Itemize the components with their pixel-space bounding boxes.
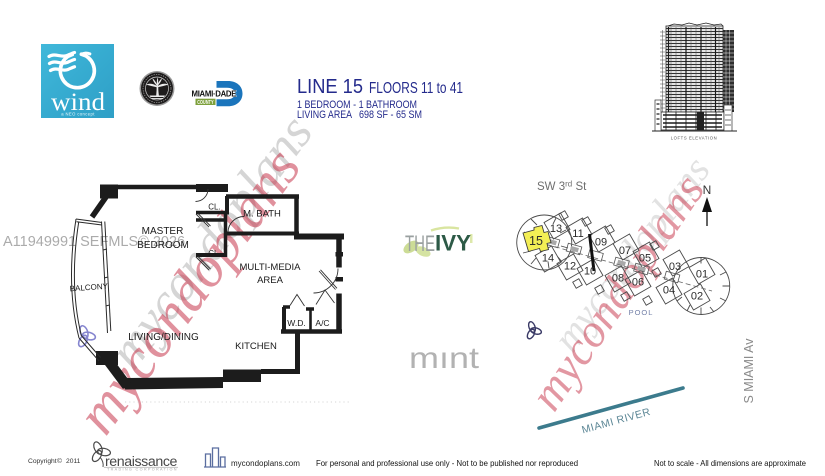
svg-text:14: 14 (542, 253, 554, 265)
svg-text:03: 03 (669, 261, 681, 273)
svg-text:MIAMI·DADE: MIAMI·DADE (192, 90, 237, 99)
svg-text:12: 12 (564, 261, 576, 273)
svg-text:a NEO concept: a NEO concept (61, 112, 95, 117)
svg-text:02: 02 (691, 291, 703, 303)
svg-text:A/C: A/C (315, 318, 329, 328)
svg-text:04: 04 (663, 285, 675, 297)
svg-text:CL.: CL. (208, 203, 220, 212)
svg-text:LINE 15: LINE 15 (297, 76, 363, 98)
svg-text:M. BATH: M. BATH (243, 209, 281, 220)
svg-text:For personal and professional: For personal and professional use only -… (316, 458, 578, 468)
svg-text:N: N (703, 183, 712, 197)
svg-text:01: 01 (696, 269, 708, 281)
svg-text:2011: 2011 (66, 458, 81, 465)
svg-text:LIVING/DINING: LIVING/DINING (128, 332, 199, 343)
svg-text:07: 07 (619, 245, 631, 257)
svg-text:TRADING CORPORATION: TRADING CORPORATION (107, 468, 178, 472)
svg-text:THE: THE (405, 231, 435, 256)
svg-text:mycondoplans.com: mycondoplans.com (231, 459, 300, 468)
svg-text:15: 15 (529, 234, 543, 248)
svg-text:08: 08 (612, 273, 624, 285)
svg-text:13: 13 (550, 223, 562, 235)
svg-text:LOFTS ELEVATION: LOFTS ELEVATION (671, 136, 718, 141)
svg-text:10: 10 (584, 266, 596, 278)
svg-text:Copyright: Copyright (28, 458, 57, 465)
svg-text:COUNTY: COUNTY (197, 100, 214, 106)
svg-text:AREA: AREA (257, 275, 284, 286)
svg-text:W.D.: W.D. (287, 318, 305, 328)
svg-text:1 BEDROOM - 1 BATHROOM: 1 BEDROOM - 1 BATHROOM (297, 99, 417, 111)
svg-text:BALCONY: BALCONY (69, 282, 108, 294)
svg-text:06: 06 (632, 277, 644, 289)
svg-text:IVY: IVY (435, 231, 471, 256)
svg-text:CL.: CL. (208, 249, 220, 258)
svg-text:Not to scale - All dimensions: Not to scale - All dimensions are approx… (654, 458, 806, 468)
svg-text:MIAMI RIVER: MIAMI RIVER (580, 406, 651, 436)
svg-text:S MIAMI Av: S MIAMI Av (742, 338, 756, 404)
svg-text:09: 09 (595, 237, 607, 249)
svg-text:FLOORS 11 to 41: FLOORS 11 to 41 (369, 80, 463, 97)
svg-text:MULTI-MEDIA: MULTI-MEDIA (239, 262, 301, 273)
svg-text:698 SF - 65 SM: 698 SF - 65 SM (359, 109, 422, 121)
svg-text:LIVING AREA: LIVING AREA (297, 109, 352, 121)
svg-text:11: 11 (572, 228, 583, 240)
svg-text:BEDROOM: BEDROOM (137, 240, 189, 251)
svg-text:05: 05 (639, 253, 651, 265)
svg-text:mınt: mınt (409, 342, 480, 375)
svg-text:©: © (57, 457, 62, 465)
svg-text:KITCHEN: KITCHEN (235, 341, 277, 352)
svg-text:wind: wind (51, 89, 106, 116)
svg-text:A11949991 SEFMLS© 2026: A11949991 SEFMLS© 2026 (3, 234, 185, 250)
svg-text:MASTER: MASTER (142, 226, 184, 237)
svg-text:renaissance: renaissance (105, 454, 177, 469)
svg-text:SW 3rd St: SW 3rd St (537, 180, 587, 194)
svg-text:POOL: POOL (629, 308, 654, 317)
